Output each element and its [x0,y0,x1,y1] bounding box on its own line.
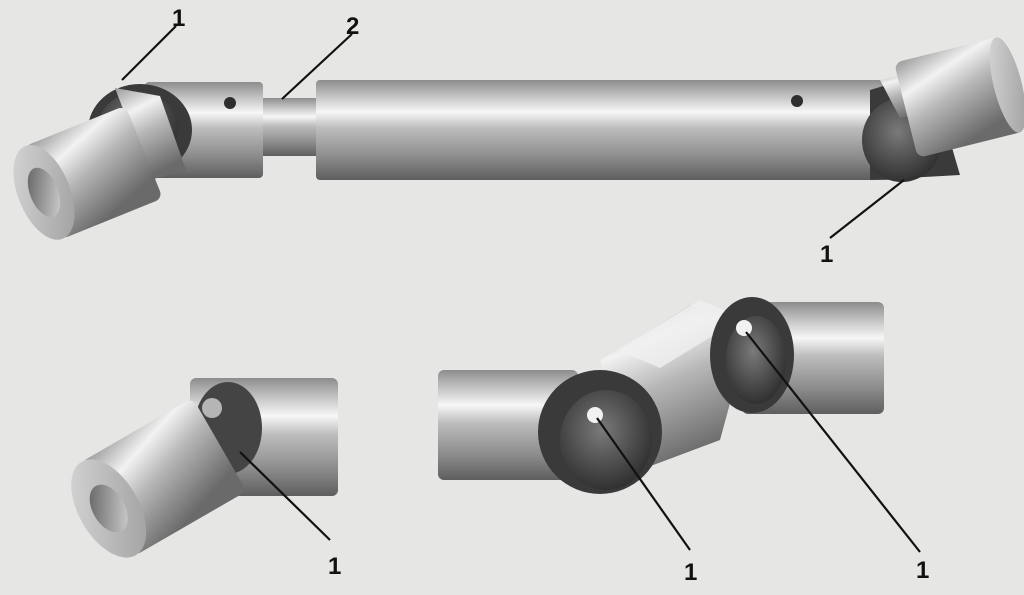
main-tube-pin-hole [791,95,803,107]
leader-double-joint-right [745,331,921,553]
double-joint-right-cross [710,297,794,413]
double-joint-left-cross [538,370,662,494]
leader-top-right-joint [829,179,905,239]
main-tube [316,80,906,180]
leader-top-sleeve [281,33,353,100]
leader-double-joint-left [596,417,691,551]
single-joint-bore [89,484,128,533]
leader-lines [121,25,921,553]
double-universal-joint [438,297,884,494]
callout-top-right-joint: 1 [820,241,833,268]
left-yoke-bore [27,167,61,218]
left-hub-pin-hole [224,97,236,109]
inner-shaft [262,98,320,156]
callout-double-joint-right: 1 [916,557,929,584]
telescopic-cardan-shaft [13,37,1024,240]
leader-top-left-joint [121,25,177,81]
right-end-yoke [895,37,1024,157]
callout-double-joint-left: 1 [684,559,697,586]
single-universal-joint [71,378,338,558]
callout-single-joint: 1 [328,553,341,580]
left-end-yoke [13,107,161,240]
callout-top-sleeve: 2 [346,13,359,40]
callout-top-left-joint: 1 [172,5,185,32]
single-joint-angled-yoke [71,400,244,558]
leader-single-joint [239,451,331,541]
